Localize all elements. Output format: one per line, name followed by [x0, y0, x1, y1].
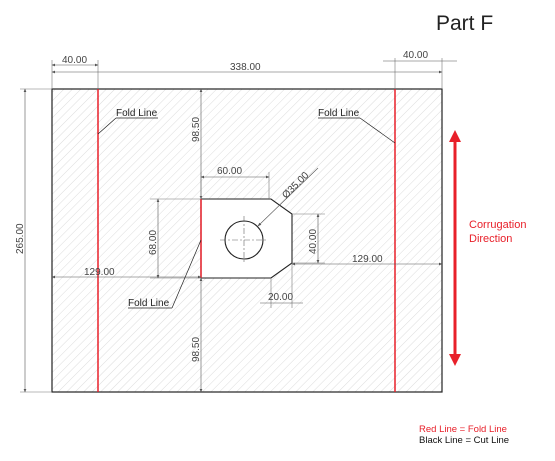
corrugation-line2: Direction	[469, 233, 513, 245]
legend: Red Line = Fold Line Black Line = Cut Li…	[419, 424, 509, 446]
dim-hole-leader	[257, 167, 319, 227]
dim-cutout-width-text: 60.00	[217, 166, 242, 177]
corrugation-label: Corrugation Direction	[469, 218, 526, 246]
fold-leader-center	[171, 239, 202, 309]
dim-chamfer-horizontal-text: 20.00	[268, 292, 293, 303]
part-title: Part F	[436, 12, 494, 35]
dim-left-offset-text: 129.00	[84, 267, 115, 278]
dim-overall-width-text: 338.00	[230, 62, 261, 73]
dim-left-margin-text: 40.00	[62, 55, 87, 66]
dim-bottom-distance-text: 98.50	[191, 337, 202, 362]
dim-overall-height-text: 265.00	[15, 223, 26, 254]
dim-right-margin-text: 40.00	[403, 50, 428, 61]
fold-label-right: Fold Line	[318, 108, 360, 119]
dim-cutout-height-text: 68.00	[148, 230, 159, 255]
fold-leader-left	[97, 117, 117, 135]
legend-red: Red Line = Fold Line	[419, 424, 507, 435]
dim-right-offset-text: 129.00	[352, 254, 383, 265]
dim-top-distance-text: 98.50	[191, 117, 202, 142]
fold-label-center: Fold Line	[128, 298, 170, 309]
legend-black: Black Line = Cut Line	[419, 435, 510, 446]
corrugation-line1: Corrugation	[469, 219, 527, 231]
dim-chamfer-vertical-text: 40.00	[308, 229, 319, 254]
fold-leader-right	[359, 117, 396, 144]
fold-label-left: Fold Line	[116, 108, 158, 119]
